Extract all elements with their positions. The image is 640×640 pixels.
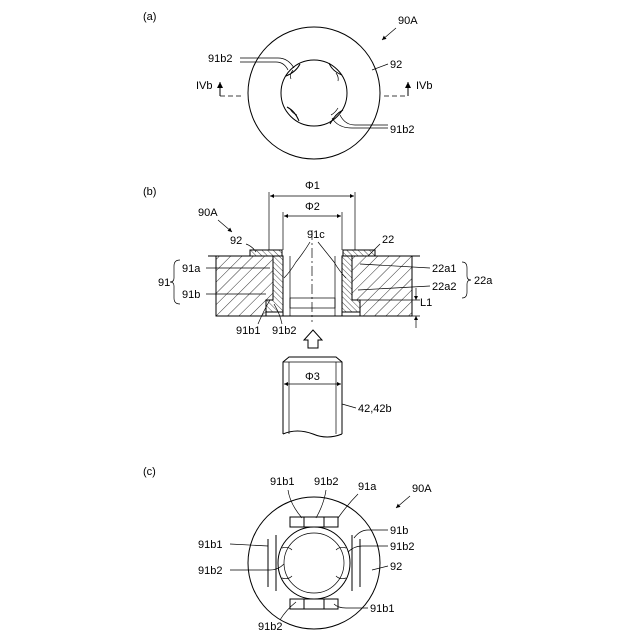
callout-c-left-91b1: 91b1 bbox=[198, 539, 222, 551]
brace-b-91 bbox=[170, 260, 180, 304]
callout-b-91b: 91b bbox=[182, 289, 200, 301]
callout-b-91: 91 bbox=[158, 277, 170, 289]
panel-a: (a) 90A 91b2 92 91b2 IVb IVb bbox=[143, 11, 433, 159]
bore-tab-band bbox=[290, 298, 335, 308]
shaft-body bbox=[283, 357, 342, 434]
tab-marks bbox=[304, 517, 324, 609]
callout-b-22: 22 bbox=[382, 234, 394, 246]
insertion-arrow bbox=[304, 330, 322, 348]
callout-b-91c: 91c bbox=[307, 229, 325, 241]
section-mark-left: IVb bbox=[196, 80, 213, 92]
leader-b-shaft bbox=[342, 404, 356, 408]
ring-outer-circle bbox=[248, 27, 380, 159]
ring-c-bore bbox=[284, 533, 344, 593]
dim-phi2-label: Φ2 bbox=[305, 201, 320, 213]
panel-b-label: (b) bbox=[143, 186, 156, 198]
dim-l1-label: L1 bbox=[420, 297, 432, 309]
callout-c-92: 92 bbox=[390, 561, 402, 573]
callout-c-left-91b2: 91b2 bbox=[198, 565, 222, 577]
callout-c-bottom-91b1: 91b1 bbox=[370, 603, 394, 615]
callout-a-91b2-top: 91b2 bbox=[208, 53, 232, 65]
panel-a-label: (a) bbox=[143, 11, 156, 23]
section-mark-right: IVb bbox=[416, 80, 433, 92]
callout-a-91b2-bottom: 91b2 bbox=[390, 124, 414, 136]
callout-b-92: 92 bbox=[230, 235, 242, 247]
panel-b-assembly-arrow bbox=[218, 220, 232, 232]
callout-c-right-91b: 91b bbox=[390, 525, 408, 537]
shaft-break-line bbox=[283, 431, 342, 437]
ring-inner-circle bbox=[281, 60, 347, 126]
leader-c-right-91b2 bbox=[348, 546, 388, 552]
leader-c-top-91b1 bbox=[288, 490, 302, 518]
dim-phi1-label: Φ1 bbox=[305, 180, 320, 192]
leader-b-91c-left bbox=[284, 242, 310, 278]
tab-notch-details bbox=[290, 70, 338, 115]
callout-c-right-91b2: 91b2 bbox=[390, 541, 414, 553]
brace-b-22a bbox=[462, 262, 471, 298]
leader-a-91b2-bottom-2 bbox=[340, 115, 388, 125]
panel-b: (b) 90A Φ1 Φ2 92 91 bbox=[143, 180, 493, 437]
panel-c-assembly-arrow bbox=[396, 496, 410, 508]
callout-c-top-91a: 91a bbox=[358, 481, 377, 493]
panel-b-assembly-label: 90A bbox=[198, 207, 218, 219]
callout-a-92: 92 bbox=[390, 59, 402, 71]
panel-a-assembly-arrow bbox=[382, 28, 396, 40]
callout-b-22a: 22a bbox=[474, 275, 493, 287]
callout-b-91b1: 91b1 bbox=[236, 325, 260, 337]
callout-b-22a2: 22a2 bbox=[432, 281, 456, 293]
leader-c-top-91b2 bbox=[316, 490, 326, 518]
callout-b-91b2: 91b2 bbox=[272, 325, 296, 337]
dim-phi3-label: Φ3 bbox=[305, 371, 320, 383]
leader-c-bottom-91b2 bbox=[280, 602, 296, 620]
callout-b-shaft: 42,42b bbox=[358, 403, 392, 415]
callout-c-top-91b1: 91b1 bbox=[270, 476, 294, 488]
callout-c-bottom-91b2: 91b2 bbox=[258, 621, 282, 633]
panel-c: (c) 90A 91b1 91b2 91a 91b 91b2 92 91b1 9… bbox=[143, 466, 432, 633]
callout-b-22a1: 22a1 bbox=[432, 263, 456, 275]
leader-a-91b2-top-2 bbox=[240, 62, 288, 70]
callout-c-top-91b2: 91b2 bbox=[314, 476, 338, 488]
ring-92-flange-right bbox=[343, 250, 375, 256]
tab-detail-arcs bbox=[282, 547, 346, 578]
leader-c-left-91b1 bbox=[230, 544, 268, 546]
panel-a-assembly-label: 90A bbox=[398, 15, 418, 27]
panel-c-label: (c) bbox=[143, 466, 156, 478]
ring-c-inner bbox=[278, 527, 350, 599]
callout-b-91a: 91a bbox=[182, 263, 201, 275]
tab-notches bbox=[286, 63, 343, 124]
panel-c-assembly-label: 90A bbox=[412, 483, 432, 495]
leader-a-91b2-bottom bbox=[332, 118, 388, 128]
leader-c-right-91b bbox=[354, 530, 388, 538]
tab-frames-horizontal bbox=[268, 535, 360, 591]
part-22-left bbox=[216, 256, 273, 316]
